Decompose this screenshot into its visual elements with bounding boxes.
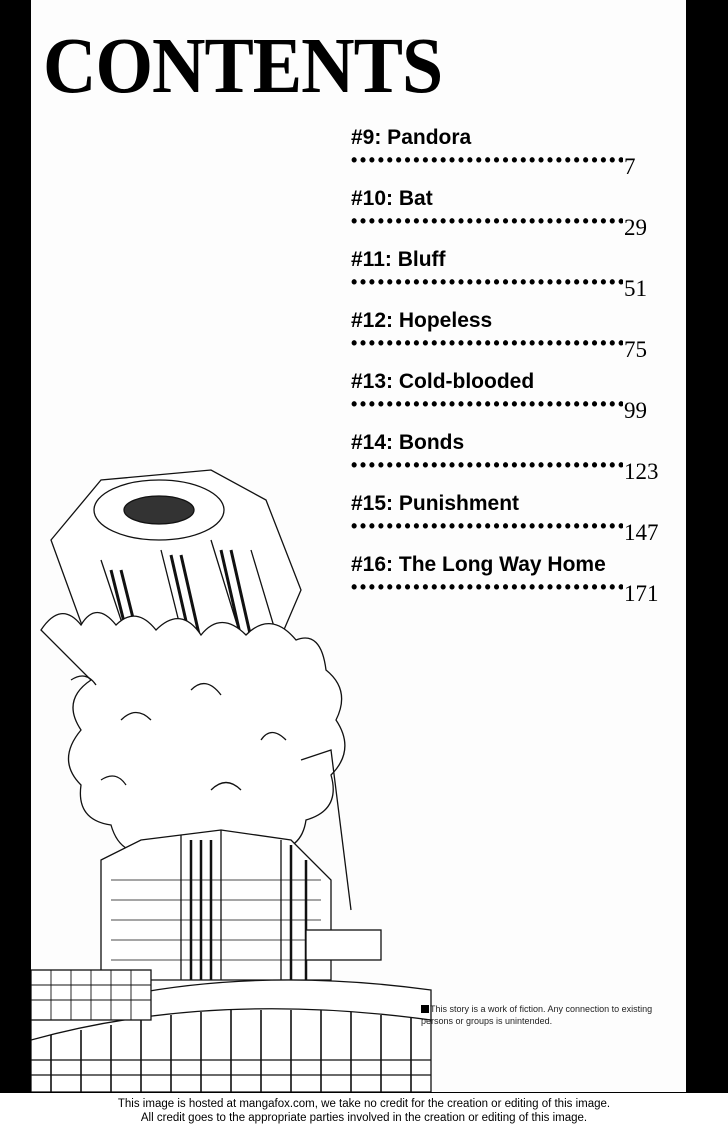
disclaimer-note: This story is a work of fiction. Any con… [421,1003,661,1027]
toc-entry: #13: Cold-blooded ••••••••••••••••••••••… [349,370,669,431]
chapter-page-number: 7 [624,154,636,179]
chapter-page-number: 99 [624,398,647,423]
toc-entry: #14: Bonds •••••••••••••••••••••••••••••… [349,431,669,492]
chapter-title: #11: Bluff [351,248,446,271]
chapter-page-number: 29 [624,215,647,240]
leader-dots: ••••••••••••••••••••••••••••••••••••• [351,211,623,231]
page-frame: CONTENTS #9: Pandora •••••••••••••••••••… [0,0,728,1093]
chapter-title: #12: Hopeless [351,309,493,332]
toc-entry: #9: Pandora ••••••••••••••••••••••••••••… [349,126,669,187]
leader-dots: ••••••••••••••••••••••••••••••••••••• [351,394,623,414]
table-of-contents: #9: Pandora ••••••••••••••••••••••••••••… [349,126,669,614]
toc-entry: #10: Bat •••••••••••••••••••••••••••••••… [349,187,669,248]
toc-entry: #11: Bluff •••••••••••••••••••••••••••••… [349,248,669,309]
chapter-title: #13: Cold-blooded [351,370,535,393]
chapter-page-number: 123 [624,459,659,484]
chapter-title: #9: Pandora [351,126,472,149]
leader-dots: ••••••••••••••••••••••••••••••••••••• [351,333,623,353]
leader-dots: ••••••••••••••••••••••••••••••••••••• [351,455,623,475]
footer-line-2: All credit goes to the appropriate parti… [140,1112,588,1124]
leader-dots: ••••••••••••••••••••••••••••••••••••• [351,577,623,597]
square-bullet-icon [421,1005,429,1013]
chapter-page-number: 51 [624,276,647,301]
manga-page: CONTENTS #9: Pandora •••••••••••••••••••… [31,0,686,1092]
toc-entry: #15: Punishment ••••••••••••••••••••••••… [349,492,669,553]
chapter-title: #16: The Long Way Home [351,553,606,576]
chapter-title: #15: Punishment [351,492,520,515]
hosting-footer: This image is hosted at mangafox.com, we… [0,1097,728,1125]
chapter-title: #10: Bat [351,187,433,210]
leader-dots: ••••••••••••••••••••••••••••••••••••• [351,272,623,292]
leader-dots: ••••••••••••••••••••••••••••••••••••• [351,516,623,536]
toc-entry: #16: The Long Way Home •••••••••••••••••… [349,553,669,614]
chapter-page-number: 75 [624,337,647,362]
chapter-page-number: 171 [624,581,659,606]
toc-entry: #12: Hopeless ••••••••••••••••••••••••••… [349,309,669,370]
building-illustration [31,469,432,1092]
page-title: CONTENTS [43,21,443,111]
disclaimer-text: This story is a work of fiction. Any con… [421,1004,653,1026]
chapter-page-number: 147 [624,520,659,545]
leader-dots: ••••••••••••••••••••••••••••••••••••• [351,150,623,170]
footer-line-1: This image is hosted at mangafox.com, we… [117,1098,611,1110]
chapter-title: #14: Bonds [351,431,465,454]
